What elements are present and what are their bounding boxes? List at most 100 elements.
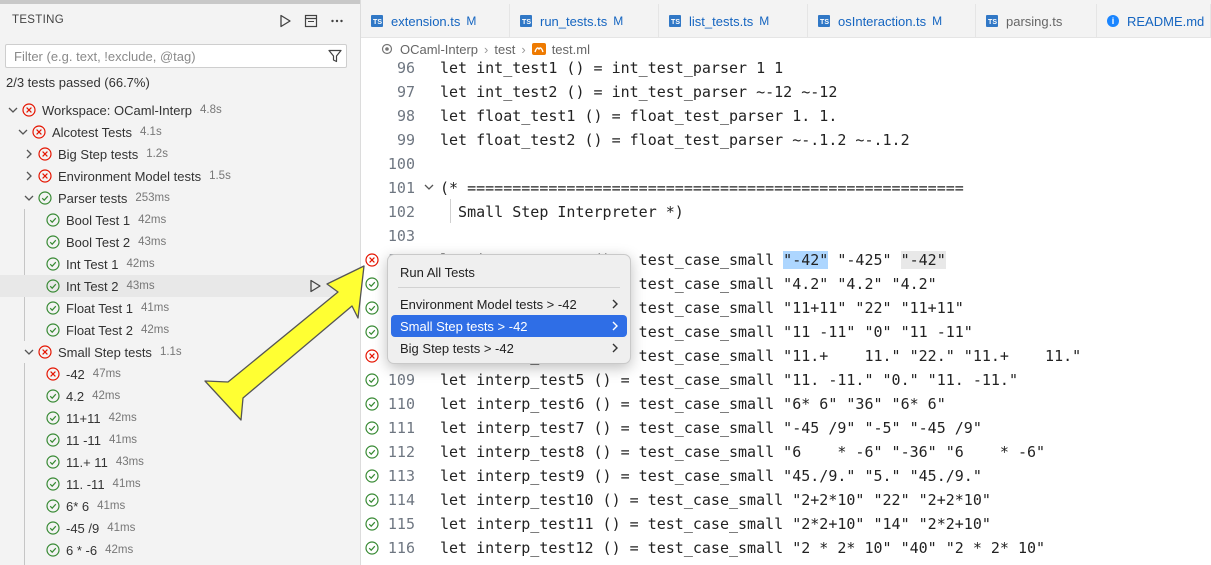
- chevron-right-icon[interactable]: [22, 169, 36, 183]
- code-text[interactable]: let int_test1 () = int_test_parser 1 1: [440, 59, 784, 77]
- code-text[interactable]: let interp_test11 () = test_case_small "…: [440, 515, 991, 533]
- code-text[interactable]: let interp_test12 () = test_case_small "…: [440, 539, 1046, 557]
- code-text[interactable]: let float_test1 () = float_test_parser 1…: [440, 107, 838, 125]
- fail-status-icon: [38, 147, 52, 161]
- fold-chevron-icon[interactable]: [423, 181, 435, 193]
- tab-label: run_tests.ts: [540, 13, 608, 29]
- test-duration: 41ms: [112, 478, 141, 490]
- code-text[interactable]: let interp_test10 () = test_case_small "…: [440, 491, 991, 509]
- code-text[interactable]: let interp_test8 () = test_case_small "6…: [440, 443, 1046, 461]
- test-label: Float Test 1: [66, 300, 133, 316]
- menu-item-run-all-tests[interactable]: Run All Tests: [391, 261, 627, 283]
- test-duration: 4.8s: [200, 104, 222, 116]
- chevron-down-icon[interactable]: [6, 103, 20, 117]
- filter-box: [5, 44, 347, 68]
- test-pass-gutter-icon: [365, 277, 379, 291]
- line-number: 114: [387, 491, 415, 509]
- show-output-button[interactable]: [301, 11, 321, 31]
- breadcrumb-item-folder[interactable]: test: [494, 41, 516, 57]
- pass-status-icon: [46, 543, 60, 557]
- menu-item-environment-model-tests[interactable]: Environment Model tests > -42: [391, 293, 627, 315]
- code-text[interactable]: let interp_test7 () = test_case_small "-…: [440, 419, 982, 437]
- more-actions-button[interactable]: [327, 11, 347, 31]
- filter-input[interactable]: [12, 48, 316, 65]
- line-number: 103: [387, 227, 415, 245]
- code-text[interactable]: let interp_test9 () = test_case_small "4…: [440, 467, 982, 485]
- test-label: Int Test 1: [66, 256, 119, 272]
- test-label: 4.2: [66, 388, 85, 404]
- line-number: 100: [387, 155, 415, 173]
- test-label: Bool Test 1: [66, 212, 131, 228]
- run-tests-button[interactable]: [275, 11, 295, 31]
- pass-status-icon: [46, 389, 60, 403]
- code-text[interactable]: (* =====================================…: [440, 179, 964, 197]
- chevron-right-icon: [612, 343, 618, 353]
- test-group[interactable]: Alcotest Tests 4.1s: [0, 121, 360, 143]
- chevron-down-icon[interactable]: [22, 345, 36, 359]
- test-label: -45 /9: [66, 520, 100, 536]
- breadcrumb-separator: ›: [484, 41, 489, 57]
- run-test-icon[interactable]: [308, 279, 322, 293]
- sidebar-top-border: [0, 0, 360, 4]
- breadcrumb-item-project[interactable]: OCaml-Interp: [400, 41, 479, 57]
- filter-icon[interactable]: [327, 48, 343, 64]
- pass-status-icon: [46, 433, 60, 447]
- pass-status-icon: [46, 499, 60, 513]
- code-text[interactable]: let int_test2 () = int_test_parser ~-12 …: [440, 83, 838, 101]
- typescript-file-icon: TS: [371, 15, 383, 27]
- modified-badge: M: [759, 14, 770, 28]
- context-menu: Run All Tests Environment Model tests > …: [387, 254, 631, 364]
- test-label: Alcotest Tests: [52, 124, 132, 140]
- test-duration: 4.1s: [139, 126, 162, 138]
- chevron-right-icon[interactable]: [22, 147, 36, 161]
- breadcrumb-item-file[interactable]: test.ml: [551, 41, 590, 57]
- code-text[interactable]: let interp_test5 () = test_case_small "1…: [440, 371, 1018, 389]
- chevron-right-icon: [612, 299, 618, 309]
- test-group[interactable]: Parser tests 253ms: [0, 187, 360, 209]
- code-text[interactable]: let interp_test6 () = test_case_small "6…: [440, 395, 946, 413]
- typescript-file-icon: TS: [818, 15, 830, 27]
- line-number: 99: [396, 131, 415, 149]
- menu-item-small-step-tests[interactable]: Small Step tests > -42: [391, 315, 627, 337]
- test-fail-gutter-icon: [365, 253, 379, 267]
- test-label: Parser tests: [58, 190, 128, 206]
- chevron-down-icon[interactable]: [16, 125, 30, 139]
- test-duration: 253ms: [135, 192, 170, 204]
- menu-item-big-step-tests[interactable]: Big Step tests > -42: [391, 337, 627, 359]
- test-label: 11 -11: [66, 432, 101, 448]
- repo-icon: [381, 43, 393, 55]
- pass-status-icon: [46, 235, 60, 249]
- test-pass-gutter-icon: [365, 493, 379, 507]
- chevron-down-icon[interactable]: [22, 191, 36, 205]
- code-text[interactable]: Small Step Interpreter *): [440, 203, 684, 221]
- code-text[interactable]: let float_test2 () = float_test_parser ~…: [440, 131, 910, 149]
- selected-text: "-42": [783, 251, 829, 269]
- line-number: 113: [387, 467, 415, 485]
- fail-status-icon: [38, 345, 52, 359]
